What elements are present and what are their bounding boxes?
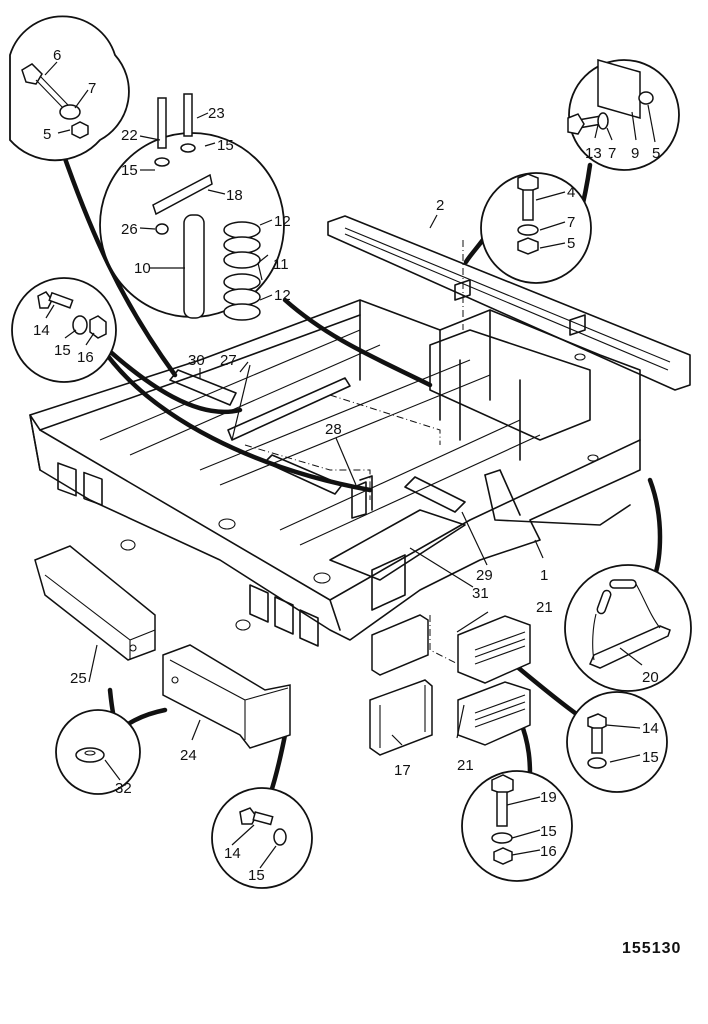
detail-circle-bolt-13 (567, 59, 680, 171)
callout-13: 13 (585, 145, 602, 162)
callout-15: 15 (642, 749, 659, 766)
leader-detail-14-b (97, 342, 373, 493)
callout-15: 15 (121, 162, 138, 179)
detail-circle-pin-20 (564, 564, 692, 692)
main-frame (29, 240, 641, 666)
callout-23: 23 (208, 105, 225, 122)
detail-circle-bolt-14 (11, 277, 117, 383)
callout-4: 4 (567, 184, 575, 201)
hitch-block-lower (457, 681, 531, 746)
callout-5: 5 (567, 235, 575, 252)
callout-12: 12 (274, 287, 291, 304)
leader-detail-20 (647, 477, 663, 578)
callout-11: 11 (273, 256, 289, 273)
detail-circle-bolt-6 (9, 15, 130, 162)
callout-6: 6 (53, 47, 61, 64)
callout-14: 14 (642, 720, 659, 737)
callout-14: 14 (33, 322, 50, 339)
callout-18: 18 (226, 187, 243, 204)
callout-20: 20 (642, 669, 659, 686)
detail-circle-bolt-19 (461, 770, 573, 882)
step-24 (162, 644, 291, 749)
callout-7: 7 (567, 214, 575, 231)
callout-7: 7 (608, 145, 616, 162)
callout-32: 32 (115, 780, 132, 797)
callout-21: 21 (536, 599, 553, 616)
callout-26: 26 (121, 221, 138, 238)
figure-reference-number: 155130 (622, 940, 681, 957)
callout-31: 31 (472, 585, 489, 602)
callout-9: 9 (631, 145, 639, 162)
detail-circle-spring (99, 93, 285, 321)
callout-30: 30 (188, 352, 205, 369)
callout-2: 2 (436, 197, 444, 214)
leader-detail-14-a (89, 332, 243, 415)
hitch-block-upper (457, 615, 531, 684)
detail-circle-bolt-14-lower (211, 787, 313, 889)
detail-circle-bolt-4 (480, 172, 592, 284)
callout-15: 15 (248, 867, 265, 884)
callout-27: 27 (220, 352, 237, 369)
callout-1: 1 (540, 567, 548, 584)
callout-21: 21 (457, 757, 474, 774)
callout-16: 16 (77, 349, 94, 366)
mounting-frame-17 (369, 614, 433, 756)
step-25 (34, 545, 156, 661)
callout-17: 17 (394, 762, 411, 779)
callout-19: 19 (540, 789, 557, 806)
callout-5: 5 (43, 126, 51, 143)
leader-detail-10 (282, 297, 433, 388)
detail-circle-grommet-32 (55, 709, 141, 795)
callout-22: 22 (121, 127, 138, 144)
callout-24: 24 (180, 747, 197, 764)
callout-15: 15 (54, 342, 71, 359)
leader-detail-14-d (267, 732, 288, 798)
callout-10: 10 (134, 260, 151, 277)
callout-14: 14 (224, 845, 241, 862)
front-bracket (327, 215, 691, 391)
callout-15: 15 (540, 823, 557, 840)
callout-12: 12 (274, 213, 291, 230)
callout-leaders (44, 61, 656, 869)
detail-circle-bolt-14-right (566, 691, 668, 793)
callout-7: 7 (88, 80, 96, 97)
callout-28: 28 (325, 421, 342, 438)
callout-25: 25 (70, 670, 87, 687)
callout-15: 15 (217, 137, 234, 154)
callout-29: 29 (476, 567, 493, 584)
callout-labels: 6 7 5 23 22 15 15 18 26 12 10 11 12 13 7… (33, 47, 681, 957)
callout-5: 5 (652, 145, 660, 162)
callout-16: 16 (540, 843, 557, 860)
